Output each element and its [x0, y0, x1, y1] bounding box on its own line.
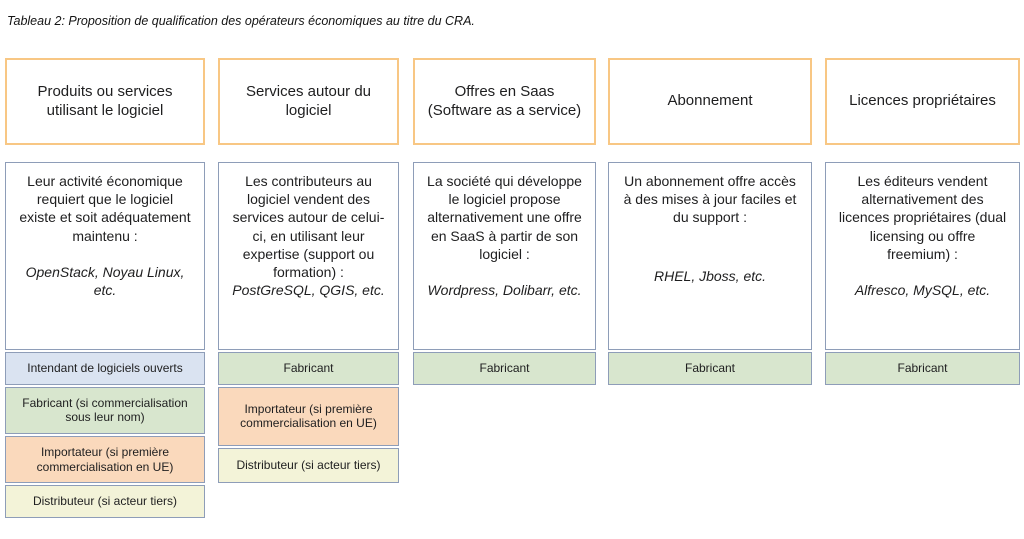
qualification-label-fabricant: Fabricant [413, 352, 596, 385]
column-description-box: Les contributeurs au logiciel vendent de… [218, 162, 399, 350]
qualification-label-fabricant: Fabricant [218, 352, 399, 385]
qualification-label-fabricant: Fabricant [825, 352, 1020, 385]
column-header-label: Produits ou services utilisant le logici… [37, 82, 173, 119]
column-description-box: Les éditeurs vendent alternativement des… [825, 162, 1020, 350]
table-caption: Tableau 2: Proposition de qualification … [7, 14, 475, 28]
qualification-label-intendant: Intendant de logiciels ouverts [5, 352, 205, 385]
column-abonnement: Abonnement Un abonnement offre accès à d… [608, 58, 812, 385]
column-description: Les éditeurs vendent alternativement des… [838, 173, 1007, 262]
column-offres-saas: Offres en Saas (Software as a service) L… [413, 58, 596, 385]
column-header: Produits ou services utilisant le logici… [5, 58, 205, 145]
qualification-label-fabricant: Fabricant (si commercialisation sous leu… [5, 386, 205, 434]
column-produits-ou-services: Produits ou services utilisant le logici… [5, 58, 205, 518]
column-examples: Alfresco, MySQL, etc. [854, 281, 991, 298]
qualification-label-fabricant: Fabricant [608, 352, 812, 385]
column-header: Abonnement [608, 58, 812, 145]
column-description-box: Leur activité économique requiert que le… [5, 162, 205, 350]
column-licences-proprietaires: Licences propriétaires Les éditeurs vend… [825, 58, 1020, 385]
column-services-autour: Services autour du logiciel Les contribu… [218, 58, 399, 483]
column-header-label: Services autour du logiciel [245, 82, 372, 119]
qualification-label-importateur: Importateur (si première commercialisati… [5, 435, 205, 484]
column-examples: OpenStack, Noyau Linux, etc. [25, 263, 185, 298]
column-header-label: Licences propriétaires [849, 92, 996, 110]
column-description: Leur activité économique requiert que le… [19, 173, 191, 244]
column-examples: PostGreSQL, QGIS, etc. [232, 282, 385, 299]
qualification-label-importateur: Importateur (si première commercialisati… [218, 386, 399, 446]
column-header-label: Offres en Saas (Software as a service) [427, 82, 582, 119]
column-description: La société qui développe le logiciel pro… [427, 173, 582, 262]
qualification-label-distributeur: Distributeur (si acteur tiers) [218, 447, 399, 483]
column-header: Licences propriétaires [825, 58, 1020, 145]
column-description-box: Un abonnement offre accès à des mises à … [608, 162, 812, 350]
column-header: Offres en Saas (Software as a service) [413, 58, 596, 145]
column-header: Services autour du logiciel [218, 58, 399, 145]
column-description: Les contributeurs au logiciel vendent de… [232, 173, 385, 280]
column-description: Un abonnement offre accès à des mises à … [623, 173, 797, 226]
qualification-label-distributeur: Distributeur (si acteur tiers) [5, 485, 205, 518]
column-header-label: Abonnement [667, 92, 753, 110]
column-description-box: La société qui développe le logiciel pro… [413, 162, 596, 350]
column-examples: RHEL, Jboss, etc. [653, 267, 767, 284]
column-examples: Wordpress, Dolibarr, etc. [427, 281, 582, 298]
